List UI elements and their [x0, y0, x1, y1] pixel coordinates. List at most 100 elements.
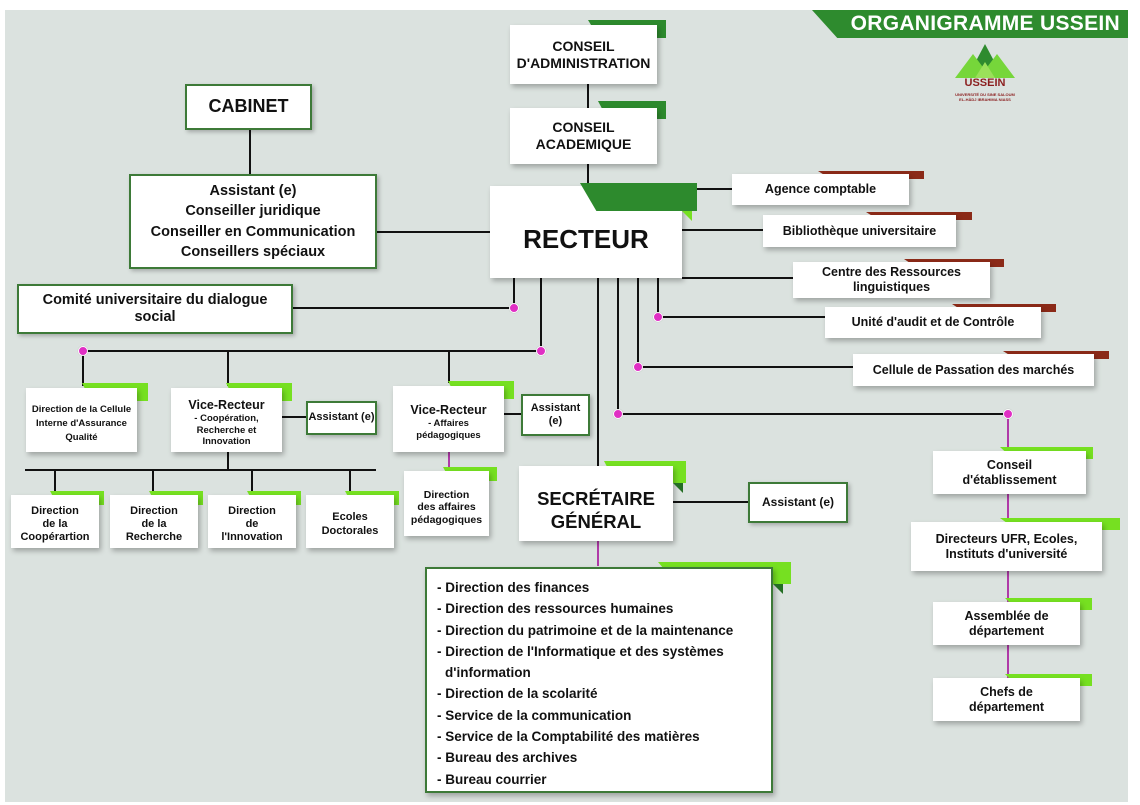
- comite-dialogue-box[interactable]: Comité universitaire du dialogue social: [17, 284, 293, 334]
- service-item: d'information: [445, 665, 531, 681]
- vr-subtitle: Recherche et: [196, 424, 257, 436]
- box-text: pédagogiques: [410, 513, 483, 526]
- direction-box-innovation[interactable]: Direction de l'Innovation: [208, 495, 296, 548]
- box-text: Assistant: [530, 401, 581, 414]
- box-corner: [682, 211, 692, 221]
- box-text: de la: [42, 517, 68, 530]
- connector-dot: [78, 346, 88, 356]
- box-text: Conseil: [986, 457, 1033, 472]
- box-text: Instituts d'université: [945, 546, 1068, 561]
- box-corner: [773, 584, 783, 594]
- box-text: Unité d'audit et de Contrôle: [851, 315, 1015, 329]
- cabinet-box[interactable]: CABINET: [185, 84, 312, 130]
- service-item: - Direction des finances: [437, 580, 590, 595]
- title-banner: ORGANIGRAMME USSEIN: [812, 10, 1128, 38]
- rattache-box-agence[interactable]: Agence comptable: [732, 174, 909, 205]
- cabinet-members-box[interactable]: Assistant (e) Conseiller juridique Conse…: [129, 174, 377, 269]
- conseil-administration-box[interactable]: CONSEIL D'ADMINISTRATION: [510, 25, 657, 84]
- box-text: CONSEIL: [552, 37, 615, 54]
- secretaire-general-box[interactable]: SECRÉTAIRE GÉNÉRAL: [519, 466, 673, 541]
- service-item: - Bureau courrier: [437, 771, 547, 787]
- service-item: - Direction des ressources humaines: [437, 601, 674, 617]
- box-text: Qualité: [65, 432, 98, 444]
- box-text: de: [245, 517, 259, 530]
- member-text: Conseiller juridique: [185, 203, 321, 220]
- vr-ap-assistant-box[interactable]: Assistant (e): [521, 394, 590, 436]
- rattache-box-bibliotheque[interactable]: Bibliothèque universitaire: [763, 215, 956, 247]
- box-text: d'établissement: [962, 472, 1057, 487]
- vr-subtitle: - Affaires: [428, 418, 469, 430]
- rattache-box-audit[interactable]: Unité d'audit et de Contrôle: [825, 307, 1041, 338]
- sg-label: SECRÉTAIRE: [537, 488, 655, 510]
- vr-cri-assistant-box[interactable]: Assistant (e): [306, 401, 377, 435]
- connector-dot: [536, 346, 546, 356]
- directeurs-ufr-box[interactable]: Directeurs UFR, Ecoles, Instituts d'univ…: [911, 522, 1102, 571]
- vr-subtitle: Innovation: [202, 436, 251, 448]
- box-text: Chefs de: [980, 684, 1033, 699]
- box-text: Doctorales: [321, 524, 379, 537]
- box-text: (e): [548, 415, 563, 427]
- connector-dot: [633, 362, 643, 372]
- box-text: Direction: [423, 488, 470, 501]
- service-item: - Bureau des archives: [437, 750, 578, 766]
- box-text: Bibliothèque universitaire: [782, 223, 937, 238]
- vr-title: Vice-Recteur: [410, 403, 487, 418]
- box-text: Direction: [130, 504, 178, 517]
- box-tab: [580, 183, 697, 211]
- logo-name: USSEIN: [964, 77, 1006, 89]
- box-text: D'ADMINISTRATION: [516, 54, 651, 71]
- service-item: - Service de la Comptabilité des matière…: [437, 729, 700, 745]
- connector-dot: [1003, 409, 1013, 419]
- box-text: Coopérartion: [20, 531, 90, 544]
- assemblee-departement-box[interactable]: Assemblée de département: [933, 602, 1080, 645]
- direction-box-recherche[interactable]: Direction de la Recherche: [110, 495, 198, 548]
- direction-affaires-pedagogiques-box[interactable]: Direction des affaires pédagogiques: [404, 471, 489, 536]
- logo-subtitle-2: EL-HÂDJ IBRAHIMA NIASS: [959, 97, 1011, 102]
- sg-label: GÉNÉRAL: [550, 510, 642, 532]
- recteur-label: RECTEUR: [523, 224, 649, 255]
- chefs-departement-box[interactable]: Chefs de département: [933, 678, 1080, 721]
- connector-dot: [653, 312, 663, 322]
- box-text: Interne d'Assurance: [36, 417, 127, 429]
- box-text: Agence comptable: [764, 182, 877, 196]
- direction-box-cooperation[interactable]: Direction de la Coopérartion: [11, 495, 99, 548]
- logo-subtitle-1: UNIVERSITÉ DU SINE SALOUM: [955, 92, 1015, 97]
- vice-recteur-ap-box[interactable]: Vice-Recteur - Affaires pédagogiques: [393, 386, 504, 452]
- box-corner: [673, 483, 683, 493]
- member-text: Conseiller en Communication: [150, 223, 356, 240]
- box-text: de la: [141, 517, 167, 530]
- service-item: - Direction de la scolarité: [437, 686, 598, 702]
- box-text: l'Innovation: [221, 531, 283, 544]
- box-text: Ecoles: [332, 511, 368, 524]
- box-text: Centre des Ressources: [822, 265, 961, 279]
- vr-title: Vice-Recteur: [188, 398, 265, 413]
- service-item: - Service de la communication: [437, 707, 632, 723]
- box-text: département: [968, 623, 1045, 638]
- box-text: Direction: [228, 504, 276, 517]
- ussein-logo: USSEIN UNIVERSITÉ DU SINE SALOUM EL-HÂDJ…: [945, 40, 1025, 104]
- box-text: social: [134, 309, 176, 325]
- vice-recteur-cri-box[interactable]: Vice-Recteur - Coopération, Recherche et…: [171, 388, 282, 452]
- rattache-box-passation[interactable]: Cellule de Passation des marchés: [853, 354, 1094, 386]
- conseil-academique-box[interactable]: CONSEIL ACADEMIQUE: [510, 108, 657, 164]
- member-text: Conseillers spéciaux: [180, 243, 326, 260]
- mountain-logo-icon: [955, 44, 1015, 78]
- service-item: - Direction du patrimoine et de la maint…: [437, 622, 734, 638]
- sg-assistant-box[interactable]: Assistant (e): [748, 482, 848, 523]
- box-text: Cellule de Passation des marchés: [872, 362, 1075, 377]
- cellule-qualite-box[interactable]: Direction de la Cellule Interne d'Assura…: [26, 388, 137, 452]
- box-text: Assistant (e): [308, 411, 375, 424]
- box-text: Assemblée de: [964, 608, 1049, 623]
- member-text: Assistant (e): [209, 182, 297, 199]
- conseil-etablissement-box[interactable]: Conseil d'établissement: [933, 451, 1086, 494]
- rattache-box-centre[interactable]: Centre des Ressources linguistiques: [793, 262, 990, 298]
- box-text: des affaires: [417, 501, 476, 514]
- sg-services-box[interactable]: - Direction des finances - Direction des…: [425, 567, 773, 793]
- ecoles-doctorales-box[interactable]: Ecoles Doctorales: [306, 495, 394, 548]
- vr-subtitle: - Coopération,: [194, 413, 259, 425]
- box-text: Recherche: [125, 531, 183, 544]
- service-item: - Direction de l'Informatique et des sys…: [437, 643, 724, 659]
- box-text: Direction de la Cellule: [31, 403, 132, 415]
- connector-dot: [509, 303, 519, 313]
- cabinet-label: CABINET: [208, 96, 289, 117]
